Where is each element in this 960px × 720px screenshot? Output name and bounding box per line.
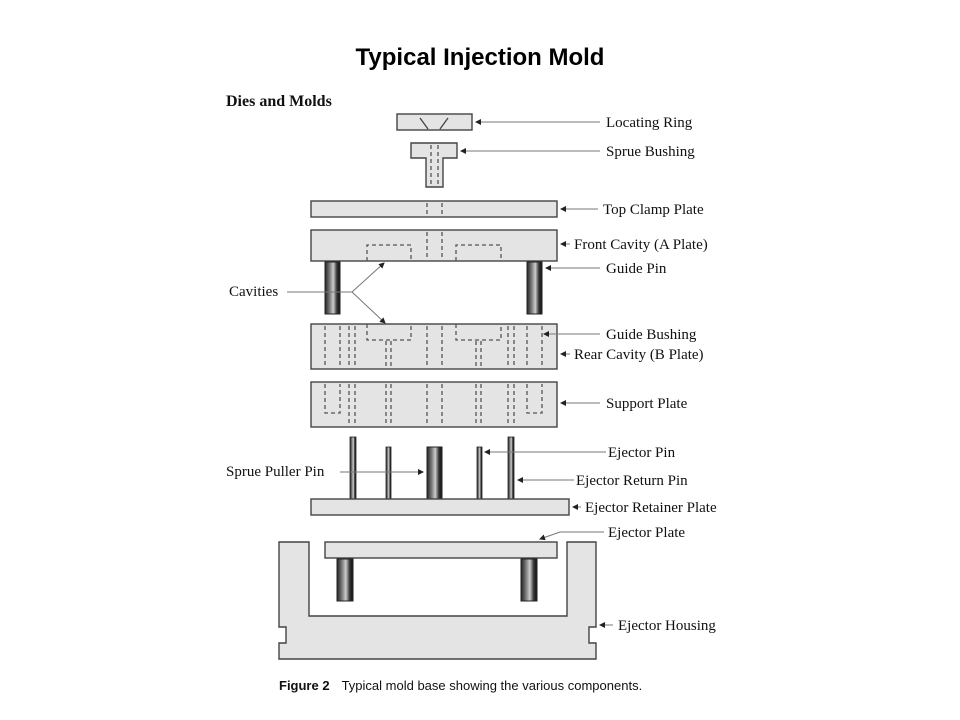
leader-line <box>539 531 604 541</box>
guide-pin-right <box>526 261 543 315</box>
label-ejector-return-pin: Ejector Return Pin <box>576 473 688 489</box>
lower-pin-right <box>520 558 538 602</box>
label-front-cavity: Front Cavity (A Plate) <box>574 237 708 253</box>
caption-label: Figure 2 <box>279 678 330 693</box>
ejector-return-pin-left <box>349 436 357 500</box>
rear-cavity-b-plate <box>310 323 558 370</box>
front-cavity-a-plate <box>310 229 558 262</box>
label-rear-cavity: Rear Cavity (B Plate) <box>574 347 704 363</box>
label-sprue-bushing: Sprue Bushing <box>606 144 695 160</box>
support-plate <box>310 381 558 428</box>
locating-ring <box>396 113 473 131</box>
label-support-plate: Support Plate <box>606 396 688 412</box>
ejector-pin-left <box>385 446 392 500</box>
ejector-pin-right <box>476 446 483 500</box>
label-top-clamp-plate: Top Clamp Plate <box>603 202 704 218</box>
leader-line <box>351 291 386 324</box>
label-locating-ring: Locating Ring <box>606 115 693 131</box>
label-cavities: Cavities <box>229 284 278 300</box>
label-guide-bushing: Guide Bushing <box>606 327 697 343</box>
label-ejector-plate: Ejector Plate <box>608 525 685 541</box>
label-ejector-pin: Ejector Pin <box>608 445 676 461</box>
label-ejector-retainer-plate: Ejector Retainer Plate <box>585 500 717 516</box>
ejector-return-pin-right <box>507 436 515 500</box>
leader-line <box>351 262 385 293</box>
figure-caption: Figure 2 Typical mold base showing the v… <box>279 677 642 694</box>
ejector-plate <box>324 541 558 559</box>
label-ejector-housing: Ejector Housing <box>618 618 716 634</box>
sprue-puller-pin <box>426 446 443 500</box>
top-clamp-plate <box>310 200 558 218</box>
section-heading: Dies and Molds <box>226 93 332 110</box>
guide-pin-left <box>324 261 341 315</box>
lower-pin-left <box>336 558 354 602</box>
label-sprue-puller-pin: Sprue Puller Pin <box>226 464 325 480</box>
slide-title: Typical Injection Mold <box>355 44 605 71</box>
ejector-retainer-plate <box>310 498 570 516</box>
sprue-bushing <box>410 142 458 188</box>
caption-text: Typical mold base showing the various co… <box>342 678 643 693</box>
ejector-housing <box>278 541 597 660</box>
label-guide-pin: Guide Pin <box>606 261 667 277</box>
